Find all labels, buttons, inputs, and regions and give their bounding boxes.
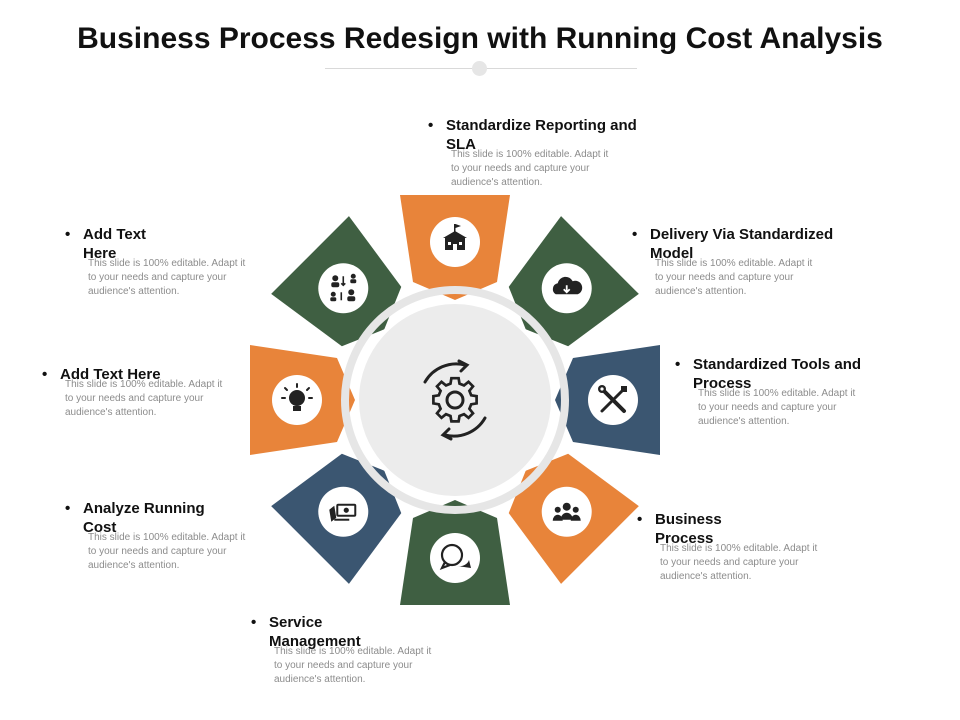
petal-top	[400, 195, 510, 300]
petal-top-left	[271, 216, 424, 369]
label-heading: Standardize Reporting and SLA	[428, 116, 668, 154]
label-standardize-reporting: Standardize Reporting and SLA This slide…	[428, 116, 668, 190]
gear-cycle-icon	[423, 359, 487, 441]
petal-right	[555, 345, 660, 455]
label-heading: Add Text Here	[42, 365, 262, 384]
money-hand-icon	[329, 503, 357, 522]
team-icon	[552, 502, 581, 521]
label-heading: Add Text Here	[65, 225, 160, 263]
label-heading: Service Management	[251, 613, 381, 651]
petal-top-right	[486, 216, 639, 369]
petal-bottom-right	[486, 431, 639, 584]
petal-icon-circle	[318, 486, 369, 537]
label-heading: Analyze Running Cost	[65, 499, 240, 537]
label-business-process: Business Process This slide is 100% edit…	[637, 510, 817, 584]
label-add-text-left: Add Text Here This slide is 100% editabl…	[42, 365, 262, 420]
tools-icon	[598, 385, 627, 413]
petal-left	[250, 345, 355, 455]
hub-outer-ring	[341, 286, 569, 514]
petal-bottom	[400, 500, 510, 605]
petal-icon-circle	[430, 533, 480, 583]
title-divider-dot	[472, 61, 487, 76]
label-standardized-tools: Standardized Tools and Process This slid…	[675, 355, 895, 429]
label-heading: Business Process	[637, 510, 737, 548]
label-service-management: Service Management This slide is 100% ed…	[251, 613, 431, 687]
petal-icon-circle	[541, 486, 592, 537]
chat-bubbles-icon	[439, 543, 471, 571]
label-delivery-standardized-model: Delivery Via Standardized Model This sli…	[632, 225, 872, 299]
slide-title: Business Process Redesign with Running C…	[77, 22, 883, 55]
label-add-text-top-left: Add Text Here This slide is 100% editabl…	[65, 225, 245, 299]
school-building-icon	[443, 224, 467, 250]
people-exchange-icon	[330, 273, 357, 302]
lightbulb-icon	[281, 383, 313, 411]
hub-circle	[355, 300, 555, 500]
cloud-download-icon	[552, 276, 583, 295]
petal-bottom-left	[271, 431, 424, 584]
label-heading: Delivery Via Standardized Model	[632, 225, 872, 263]
label-heading: Standardized Tools and Process	[675, 355, 895, 393]
label-analyze-running-cost: Analyze Running Cost This slide is 100% …	[65, 499, 245, 573]
